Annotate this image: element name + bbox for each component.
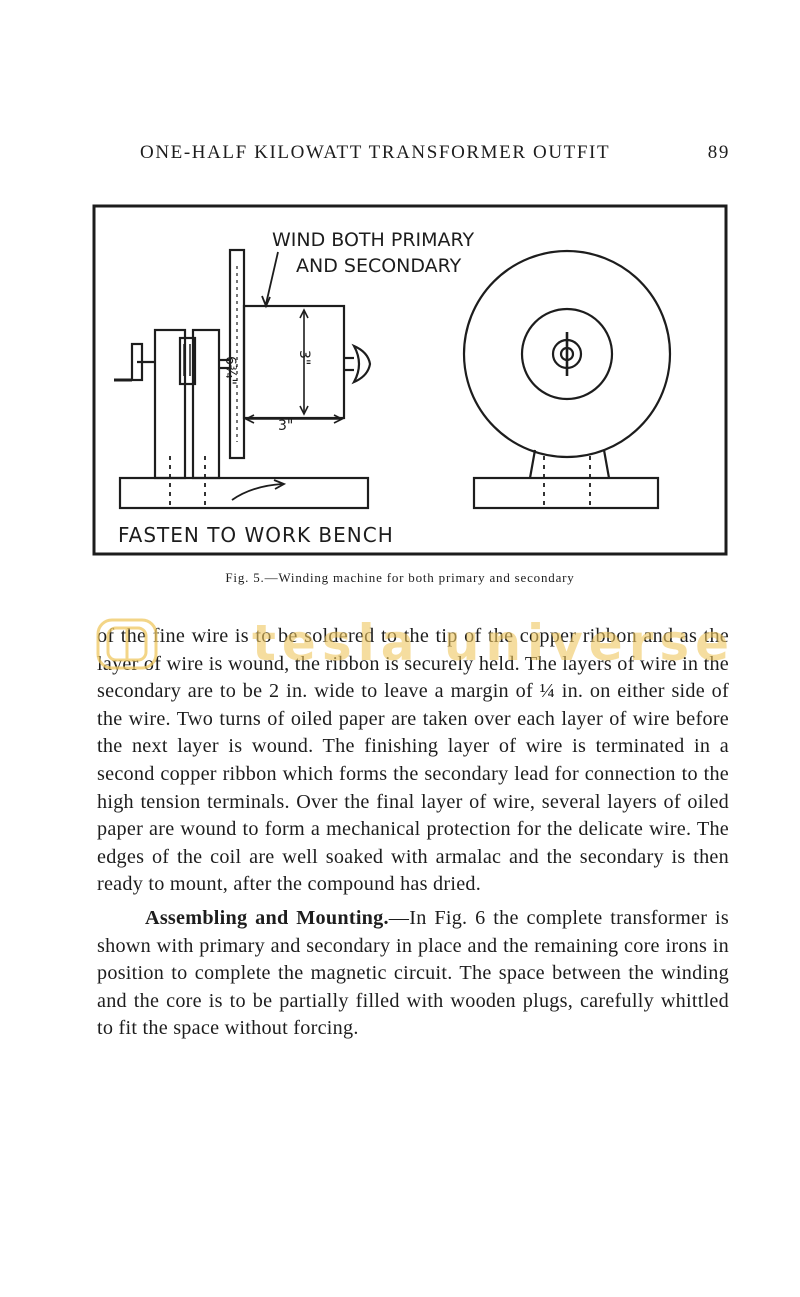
end-view-legs — [528, 449, 611, 479]
label-and-secondary: AND SECONDARY — [296, 255, 462, 277]
running-title: ONE-HALF KILOWATT TRANSFORMER OUTFIT — [140, 142, 611, 163]
end-view-disc — [462, 249, 672, 459]
bench-base-right — [472, 476, 660, 510]
figure-frame — [92, 204, 728, 556]
coil-former — [242, 304, 346, 420]
winding-machine-drawing: WIND BOTH PRIMARY AND SECONDARY FASTEN T… — [92, 204, 728, 556]
bench-base-left — [118, 476, 370, 510]
crank-arm — [130, 342, 144, 382]
paragraph-assembling: Assembling and Mounting.—In Fig. 6 the c… — [97, 905, 729, 1043]
dim-flange-label: 6¾" — [222, 356, 238, 385]
winding-machine-figure: WIND BOTH PRIMARY AND SECONDARY FASTEN T… — [92, 204, 728, 556]
upright-right — [191, 328, 221, 480]
label-wind-both: WIND BOTH PRIMARY — [272, 229, 475, 251]
body-text: of the fine wire is to be soldered to th… — [97, 623, 729, 1043]
dim-height-label: 3" — [296, 350, 312, 365]
page-number: 89 — [707, 142, 730, 163]
wing-nut — [351, 343, 372, 385]
section-heading: Assembling and Mounting. — [145, 906, 389, 929]
dim-width-label: 3" — [278, 418, 293, 434]
end-view-former — [520, 307, 614, 401]
bearing-block — [178, 336, 197, 386]
label-fasten-bench: FASTEN TO WORK BENCH — [118, 523, 394, 547]
running-header: ONE-HALF KILOWATT TRANSFORMER OUTFIT 89 — [140, 142, 730, 164]
figure-caption: Fig. 5.—Winding machine for both primary… — [225, 570, 575, 585]
paragraph-secondary-winding: of the fine wire is to be soldered to th… — [97, 625, 729, 896]
paragraph-assembling-text: —In Fig. 6 the complete transformer is s… — [97, 906, 729, 1040]
